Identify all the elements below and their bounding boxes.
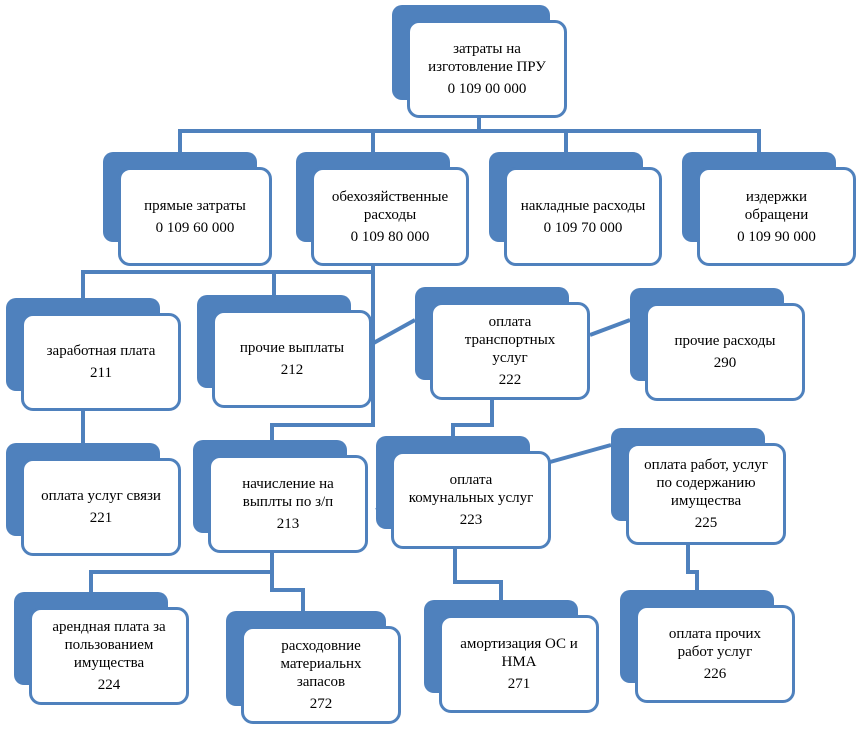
- node-card: прочие выплаты 212: [212, 310, 372, 408]
- node-code: 212: [280, 362, 304, 378]
- node-code: 211: [90, 365, 112, 381]
- node-label: накладные расходы: [520, 197, 646, 214]
- connector-general-payroll-accruals: [270, 242, 375, 440]
- node-card: обехозяйственные расходы 0 109 80 000: [311, 167, 469, 266]
- node-card: оплата прочих работ услуг 226: [635, 605, 795, 703]
- node-label: оплата комунальных услуг: [408, 472, 534, 506]
- node-code: 224: [97, 677, 121, 693]
- node-card: амортизация ОС и НМА 271: [439, 615, 599, 713]
- node-code: 272: [309, 696, 333, 712]
- node-card: прочие расходы 290: [645, 303, 805, 401]
- node-code: 0 109 70 000: [543, 219, 623, 236]
- node-card: заработная плата 211: [21, 313, 181, 411]
- node-label: прочие выплаты: [239, 340, 345, 356]
- node-label: начисление на выплты по з/п: [242, 476, 334, 510]
- node-label: амортизация ОС и НМА: [460, 636, 578, 670]
- node-code: 0 109 00 000: [447, 81, 527, 97]
- connector-utilities-property-maintenance: [549, 443, 612, 464]
- connector-utilities-depreciation: [453, 549, 503, 600]
- connector-payroll-materials: [270, 572, 305, 611]
- node-label: оплата работ, услуг по содержанию имущес…: [644, 457, 768, 509]
- node-label: обехозяйственные расходы: [331, 188, 449, 223]
- node-label: затраты на изготовление ПРУ: [428, 41, 546, 75]
- node-code: 0 109 80 000: [350, 228, 430, 245]
- node-label: оплата транспортных услуг: [464, 314, 556, 366]
- node-card: оплата работ, услуг по содержанию имущес…: [626, 443, 786, 545]
- connector-general-transport: [369, 318, 416, 347]
- node-code: 0 109 60 000: [155, 219, 235, 236]
- node-code: 223: [459, 512, 483, 528]
- node-code: 271: [507, 676, 531, 692]
- node-card: накладные расходы 0 109 70 000: [504, 167, 662, 266]
- node-label: издержки обращени: [744, 188, 809, 223]
- node-label: оплата услуг связи: [41, 488, 161, 504]
- node-code: 225: [694, 515, 718, 531]
- node-code: 0 109 90 000: [737, 228, 816, 245]
- connector-payroll-rent: [89, 553, 274, 592]
- node-card: прямые затраты 0 109 60 000: [118, 167, 272, 266]
- node-card: оплата услуг связи 221: [21, 458, 181, 556]
- node-label: прочие расходы: [674, 333, 776, 349]
- node-card: оплата транспортных услуг 222: [430, 302, 590, 400]
- connector-general-other-payments: [272, 270, 373, 295]
- connector-root-general: [371, 129, 479, 152]
- node-label: арендная плата за пользованием имущества: [52, 619, 166, 671]
- connector-root-circulation: [479, 129, 761, 152]
- node-code: 221: [89, 510, 113, 526]
- connector-transport-other-expenses: [589, 318, 631, 337]
- node-label: заработная плата: [46, 343, 156, 359]
- node-card: арендная плата за пользованием имущества…: [29, 607, 189, 705]
- node-code: 213: [276, 516, 300, 532]
- node-code: 222: [498, 372, 522, 388]
- node-card: издержки обращени 0 109 90 000: [697, 167, 856, 266]
- node-label: расходовние материальнх запасов: [280, 638, 362, 690]
- node-card: затраты на изготовление ПРУ 0 109 00 000: [407, 20, 567, 118]
- connector-transport-utilities: [451, 380, 494, 436]
- node-code: 226: [703, 666, 727, 682]
- connector-root-overhead: [479, 129, 568, 152]
- node-label: прямые затраты: [144, 197, 246, 214]
- node-card: начисление на выплты по з/п 213: [208, 455, 368, 553]
- node-card: оплата комунальных услуг 223: [391, 451, 551, 549]
- node-card: расходовние материальнх запасов 272: [241, 626, 401, 724]
- node-code: 290: [713, 355, 737, 371]
- node-label: оплата прочих работ услуг: [668, 626, 762, 660]
- connector-property-other-works: [686, 545, 699, 590]
